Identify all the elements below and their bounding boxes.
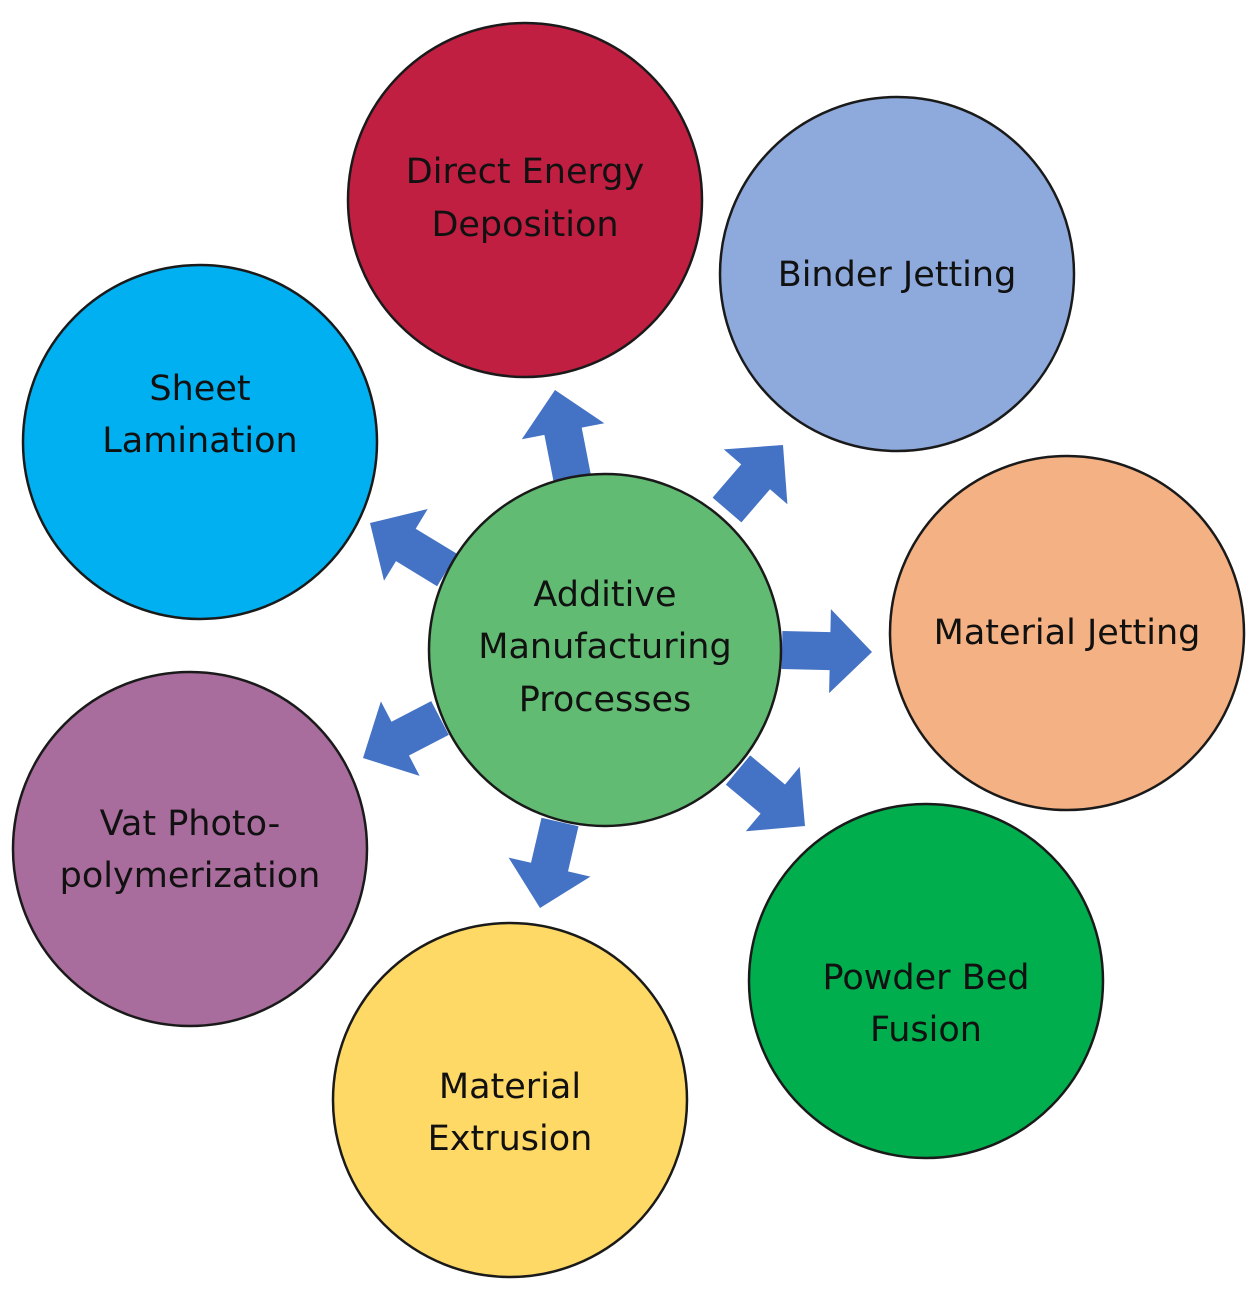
process-node-material-jetting: Material Jetting (888, 454, 1246, 812)
arrow-to-sheet-lamination (370, 509, 457, 587)
arrow-to-powder-bed-fusion (725, 755, 805, 832)
process-node-material-extrusion-circle (331, 921, 689, 1279)
process-node-vat-photopolymerization: Vat Photo-polymerization (11, 670, 369, 1028)
arrow-to-direct-energy-deposition (521, 390, 605, 481)
center-node-circle (427, 472, 783, 828)
process-node-powder-bed-fusion-label-line-1: Powder Bed (823, 958, 1030, 998)
process-node-direct-energy-deposition-label-line-1: Direct Energy (406, 152, 644, 192)
process-node-sheet-lamination-label-line-1: Sheet (149, 369, 250, 409)
process-node-material-jetting-circle (888, 454, 1246, 812)
arrow-to-material-extrusion (508, 817, 591, 908)
center-node-label-line-3: Processes (519, 680, 692, 720)
process-node-sheet-lamination-label-line-2: Lamination (102, 421, 297, 461)
arrow-to-material-jetting (781, 609, 872, 694)
process-node-binder-jetting-label-line-1: Binder Jetting (778, 255, 1017, 295)
process-node-powder-bed-fusion-circle (747, 802, 1105, 1160)
process-node-vat-photopolymerization-label-line-2: polymerization (60, 856, 321, 896)
process-node-vat-photopolymerization-circle (11, 670, 369, 1028)
center-node-label-line-1: Additive (533, 575, 676, 615)
process-node-direct-energy-deposition-circle (346, 21, 704, 379)
process-node-binder-jetting-circle (718, 95, 1076, 453)
process-node-sheet-lamination-circle (21, 263, 379, 621)
arrow-to-binder-jetting (712, 445, 788, 523)
process-node-powder-bed-fusion-label-line-2: Fusion (870, 1010, 982, 1050)
process-node-material-extrusion-label-line-1: Material (439, 1067, 581, 1107)
arrows-layer (363, 390, 872, 908)
process-node-vat-photopolymerization-label-line-1: Vat Photo- (100, 804, 281, 844)
process-node-material-extrusion-label-line-2: Extrusion (428, 1119, 593, 1159)
process-node-material-jetting-label-line-1: Material Jetting (934, 613, 1201, 653)
process-node-direct-energy-deposition-label-line-2: Deposition (431, 205, 618, 245)
process-node-binder-jetting: Binder Jetting (718, 95, 1076, 453)
arrow-to-vat-photopolymerization (363, 701, 449, 776)
center-node-label-line-2: Manufacturing (478, 627, 731, 667)
